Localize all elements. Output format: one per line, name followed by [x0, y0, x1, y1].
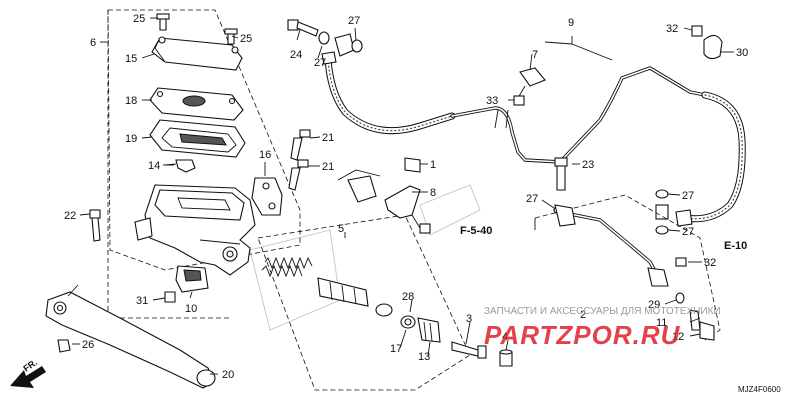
callout-2: 2 — [580, 309, 586, 321]
callout-27a: 27 — [314, 57, 326, 69]
watermark-brand: PARTZPOR.RU — [484, 320, 681, 350]
callout-21a: 21 — [322, 132, 334, 144]
callout-7: 7 — [532, 49, 538, 61]
callout-24: 24 — [290, 49, 302, 61]
callout-27e: 27 — [682, 226, 694, 238]
callout-10: 10 — [185, 303, 197, 315]
callout-27d: 27 — [682, 190, 694, 202]
diaphragm — [149, 119, 246, 158]
callout-18: 18 — [125, 95, 137, 107]
clutch-lever — [45, 284, 216, 389]
joint-bolt — [554, 157, 568, 191]
callout-26: 26 — [82, 339, 94, 351]
callout-21b: 21 — [322, 161, 334, 173]
callout-9: 9 — [568, 17, 574, 29]
callout-27c: 27 — [526, 193, 538, 205]
clutch-hose-upper — [321, 33, 456, 135]
watermark-caption: ЗАПЧАСТИ И АКСЕССУАРЫ ДЛЯ МОТОТЕХНИКИ — [484, 306, 721, 317]
clutch-hose-lower — [675, 91, 746, 227]
callout-16: 16 — [259, 149, 271, 161]
callout-32a: 32 — [666, 23, 678, 35]
float-clip — [164, 159, 196, 173]
ref-f-5-40: F-5-40 — [460, 225, 492, 237]
callout-14: 14 — [148, 160, 160, 172]
push-rod — [451, 341, 487, 359]
pivot-nut — [57, 339, 71, 353]
callout-28: 28 — [402, 291, 414, 303]
piston-kit-box — [257, 214, 471, 391]
callout-13: 13 — [418, 351, 430, 363]
clutch-switch — [152, 265, 209, 303]
cap-screws — [156, 13, 238, 45]
hose-bracket — [337, 157, 431, 234]
ref-e-10: E-10 — [724, 240, 747, 252]
holder-clamp — [251, 177, 283, 216]
front-arrow-icon — [10, 366, 46, 388]
callout-17: 17 — [390, 343, 402, 355]
callout-1: 1 — [430, 159, 436, 171]
diaphragm-plate — [149, 87, 244, 121]
callout-12: 12 — [672, 331, 684, 343]
callout-25a: 25 — [133, 13, 145, 25]
hose-clip-upper — [691, 25, 723, 60]
diagram-code: MJZ4F0600 — [738, 385, 781, 394]
callout-3: 3 — [466, 313, 472, 325]
callout-25b: 25 — [240, 33, 252, 45]
callout-15: 15 — [125, 53, 137, 65]
callout-23: 23 — [582, 159, 594, 171]
callout-30: 30 — [736, 47, 748, 59]
leader-lines — [72, 17, 734, 375]
callout-4: 4 — [502, 331, 508, 343]
reservoir-cap — [151, 36, 243, 71]
callout-5: 5 — [338, 223, 344, 235]
pipe-clamp — [513, 67, 546, 106]
watermark: ЗАПЧАСТИ И АКСЕССУАРЫ ДЛЯ МОТОТЕХНИКИ PA… — [484, 306, 721, 350]
bleeder-valve — [675, 257, 715, 341]
callout-11: 11 — [656, 317, 667, 329]
callout-6: 6 — [90, 37, 96, 49]
clutch-pipe-lower — [554, 204, 669, 287]
callout-8: 8 — [430, 187, 436, 199]
callout-32b: 32 — [704, 257, 716, 269]
clutch-pipe — [450, 36, 707, 164]
callout-22: 22 — [64, 210, 76, 222]
callout-19: 19 — [125, 133, 137, 145]
callout-numbers: 25 25 6 15 18 19 14 16 21 21 22 31 10 26… — [64, 13, 748, 381]
callout-29: 29 — [648, 299, 660, 311]
callout-31: 31 — [136, 295, 148, 307]
piston-parts — [261, 256, 441, 343]
master-cylinder-body — [134, 184, 256, 276]
hose-banjo-bolt — [287, 19, 363, 53]
callout-27b: 27 — [348, 15, 360, 27]
callout-33: 33 — [486, 95, 498, 107]
mounting-bolts — [288, 129, 311, 191]
pivot-bolt — [89, 209, 101, 242]
callout-20: 20 — [222, 369, 234, 381]
reservoir-insert — [499, 349, 513, 367]
pipe-group-box — [534, 194, 721, 341]
